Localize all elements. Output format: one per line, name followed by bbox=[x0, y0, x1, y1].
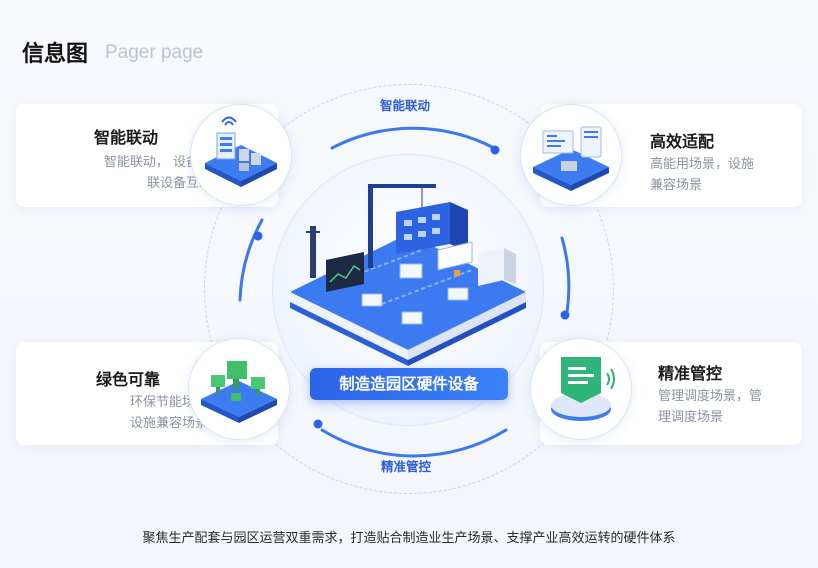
card-desc: 管理调度场景，管 理调度场景 bbox=[658, 389, 763, 425]
module-bottom bbox=[401, 311, 423, 325]
page-subtitle: Pager page bbox=[105, 42, 204, 63]
factory-platform-illustration bbox=[290, 184, 526, 366]
circle-green-reliable bbox=[188, 338, 290, 440]
card-title: 智能联动 bbox=[94, 128, 159, 147]
card-title: 绿色可靠 bbox=[96, 370, 161, 389]
arc-right bbox=[560, 236, 571, 320]
footer-caption: 聚焦生产配套与园区运营双重需求，打造贴合制造业生产场景、支撑产业高效运转的硬件体… bbox=[142, 531, 676, 546]
circle-efficient-adapt bbox=[520, 104, 622, 206]
module-right bbox=[447, 287, 469, 301]
crane-tower bbox=[368, 188, 373, 268]
crane-jib bbox=[368, 184, 436, 188]
page-title: 信息图 bbox=[22, 42, 89, 67]
main-building bbox=[396, 202, 450, 254]
center-label: 制造造园区硬件设备 bbox=[310, 368, 508, 400]
office-building bbox=[478, 248, 504, 286]
arc-top bbox=[330, 126, 496, 150]
control-panel-icon bbox=[551, 357, 615, 421]
arc-dot bbox=[253, 231, 263, 241]
ring-label-top: 智能联动 bbox=[380, 98, 431, 113]
monitor-screen bbox=[326, 252, 364, 292]
card-title: 高效适配 bbox=[650, 132, 715, 151]
trees-icon bbox=[201, 361, 277, 423]
arc-dot bbox=[560, 310, 570, 320]
card-desc: 环保节能场景 设施兼容场景 bbox=[129, 395, 208, 431]
card-title: 精准管控 bbox=[658, 364, 723, 383]
arc-bottom bbox=[320, 428, 508, 458]
arc-left bbox=[238, 218, 264, 302]
devices-icon bbox=[533, 126, 609, 191]
module-left bbox=[361, 293, 383, 307]
ring-label-bottom: 精准管控 bbox=[381, 459, 432, 474]
circle-smart-linkage bbox=[190, 104, 292, 206]
circle-precise-control bbox=[530, 338, 632, 440]
module-center bbox=[399, 263, 423, 279]
server-rack-icon bbox=[205, 116, 277, 187]
arc-dot bbox=[490, 145, 500, 155]
card-desc: 高能用场景，设施 兼容场景 bbox=[650, 157, 755, 193]
outer-dashed-ring bbox=[204, 84, 614, 494]
card-desc: 智能联动， 设备互 联设备互线 bbox=[103, 155, 212, 191]
arc-dot bbox=[313, 419, 323, 429]
antenna-tower bbox=[310, 226, 316, 278]
display-panel bbox=[437, 241, 473, 271]
